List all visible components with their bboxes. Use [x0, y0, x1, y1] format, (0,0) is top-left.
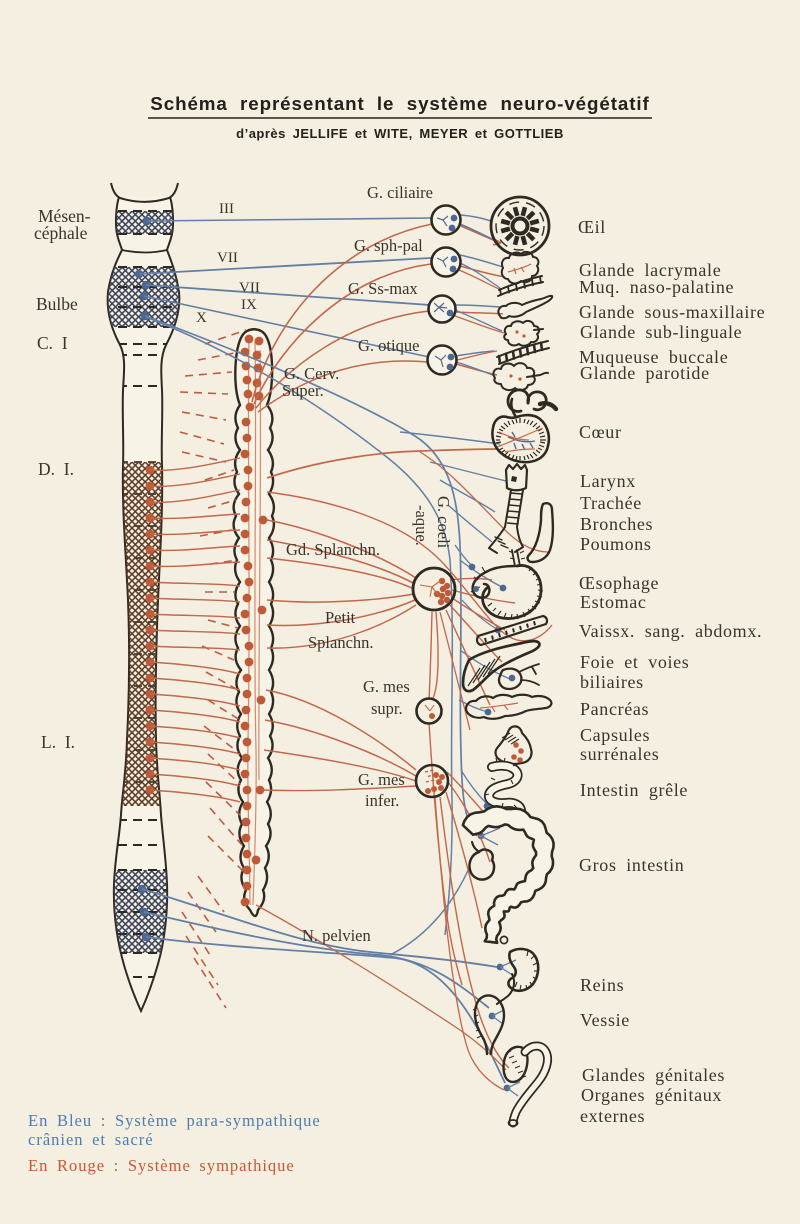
- svg-text:En Bleu : Système para-sympath: En Bleu : Système para-sympathique: [28, 1111, 321, 1130]
- svg-text:Glandes génitales: Glandes génitales: [582, 1065, 725, 1085]
- svg-text:d’après JELLIFE et WITE, MEYER: d’après JELLIFE et WITE, MEYER et GOTTLI…: [236, 126, 564, 141]
- svg-text:G. Ss-max: G. Ss-max: [348, 279, 418, 298]
- svg-text:Splanchn.: Splanchn.: [308, 633, 374, 652]
- svg-text:Gros intestin: Gros intestin: [579, 855, 684, 875]
- svg-text:N. pelvien: N. pelvien: [302, 926, 371, 945]
- svg-text:Glande parotide: Glande parotide: [580, 363, 710, 383]
- svg-text:crânien et sacré: crânien et sacré: [28, 1130, 154, 1149]
- svg-text:L. I.: L. I.: [41, 732, 75, 752]
- svg-text:infer.: infer.: [365, 791, 399, 810]
- svg-text:Poumons: Poumons: [580, 534, 652, 554]
- svg-text:supr.: supr.: [371, 699, 403, 718]
- svg-text:Organes génitaux: Organes génitaux: [581, 1085, 722, 1105]
- svg-text:En Rouge : Système sympathique: En Rouge : Système sympathique: [28, 1156, 295, 1175]
- svg-text:Œil: Œil: [578, 217, 606, 237]
- svg-text:Glande sub-linguale: Glande sub-linguale: [580, 322, 742, 342]
- svg-text:G. sph-pal: G. sph-pal: [354, 236, 423, 255]
- svg-text:G. otique: G. otique: [358, 336, 419, 355]
- svg-text:VII: VII: [217, 250, 238, 266]
- svg-text:Estomac: Estomac: [580, 592, 647, 612]
- svg-text:Schéma représentant le système: Schéma représentant le système neuro-vég…: [150, 93, 649, 114]
- svg-text:Larynx: Larynx: [580, 471, 636, 491]
- svg-text:G. coeli: G. coeli: [434, 496, 453, 549]
- svg-text:G. Cerv.: G. Cerv.: [284, 364, 339, 383]
- svg-text:G. mes: G. mes: [363, 677, 410, 696]
- svg-text:Capsules: Capsules: [580, 725, 650, 745]
- svg-text:Vessie: Vessie: [580, 1010, 630, 1030]
- svg-text:IX: IX: [241, 297, 257, 313]
- svg-text:G. ciliaire: G. ciliaire: [367, 183, 433, 202]
- svg-text:Bronches: Bronches: [580, 514, 653, 534]
- svg-text:Glande sous-maxillaire: Glande sous-maxillaire: [579, 302, 765, 322]
- svg-text:G. mes: G. mes: [358, 770, 405, 789]
- svg-text:-aque.: -aque.: [412, 505, 431, 546]
- svg-text:Muq. naso-palatine: Muq. naso-palatine: [579, 277, 734, 297]
- svg-text:C. I: C. I: [37, 333, 68, 353]
- svg-text:Glande lacrymale: Glande lacrymale: [579, 260, 721, 280]
- svg-text:VII: VII: [239, 280, 260, 296]
- svg-text:Foie et voies: Foie et voies: [580, 652, 689, 672]
- svg-text:Gd. Splanchn.: Gd. Splanchn.: [286, 540, 380, 559]
- svg-text:III: III: [219, 201, 234, 217]
- svg-text:D. I.: D. I.: [38, 459, 74, 479]
- svg-text:Petit: Petit: [325, 608, 356, 627]
- svg-text:Trachée: Trachée: [580, 493, 642, 513]
- svg-text:X: X: [196, 310, 207, 326]
- svg-text:surrénales: surrénales: [580, 744, 659, 764]
- svg-text:Œsophage: Œsophage: [579, 573, 659, 593]
- svg-text:Super.: Super.: [282, 381, 324, 400]
- svg-text:biliaires: biliaires: [580, 672, 644, 692]
- svg-text:Mésen-: Mésen-: [38, 206, 91, 226]
- svg-text:céphale: céphale: [34, 223, 88, 243]
- svg-text:Pancréas: Pancréas: [580, 699, 649, 719]
- svg-text:Cœur: Cœur: [579, 422, 622, 442]
- svg-text:Reins: Reins: [580, 975, 624, 995]
- svg-text:Muqueuse buccale: Muqueuse buccale: [579, 347, 728, 367]
- svg-text:Intestin grêle: Intestin grêle: [580, 780, 688, 800]
- svg-text:Vaissx. sang. abdomx.: Vaissx. sang. abdomx.: [579, 621, 762, 641]
- svg-text:externes: externes: [580, 1106, 645, 1126]
- svg-text:Bulbe: Bulbe: [36, 294, 78, 314]
